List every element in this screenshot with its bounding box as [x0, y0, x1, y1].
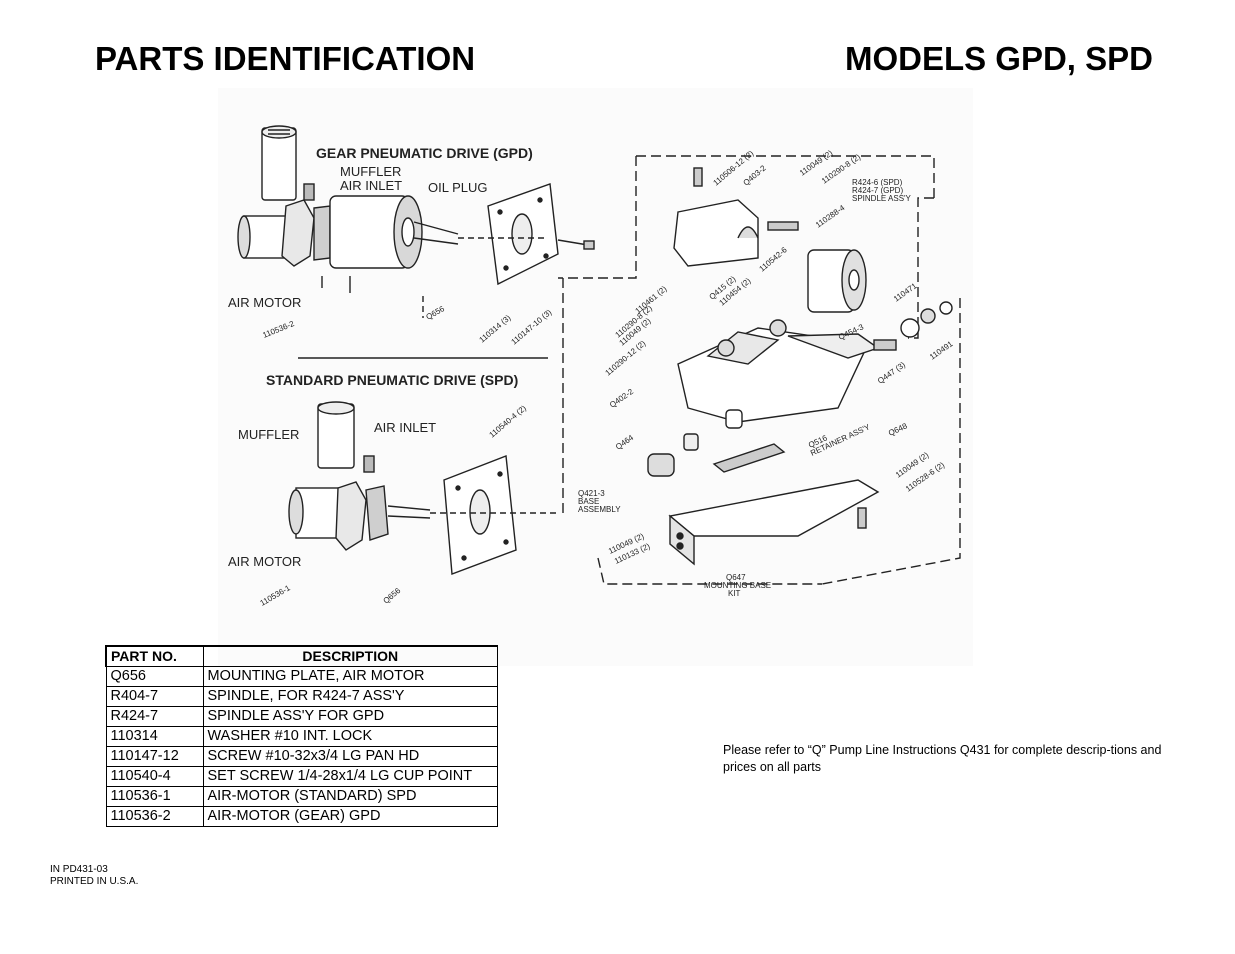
- column-header: PART NO.: [105, 645, 204, 667]
- gpd-air-motor: [281, 199, 315, 267]
- part-description: SPINDLE ASS'Y FOR GPD: [202, 706, 498, 727]
- spd-title-label: STANDARD PNEUMATIC DRIVE (SPD): [266, 372, 518, 388]
- part-label: 110471: [892, 281, 919, 304]
- part-number: 110147-12: [105, 746, 204, 767]
- part-number: R424-7: [105, 706, 204, 727]
- muffler-label: MUFFLER: [238, 427, 299, 442]
- part-description: MOUNTING PLATE, AIR MOTOR: [202, 666, 498, 687]
- part-label: KIT: [728, 589, 741, 598]
- part-number: Q656: [105, 666, 204, 687]
- part-label: 110542-6: [758, 245, 790, 274]
- document-code: IN PD431-03: [50, 864, 108, 875]
- models-title: MODELS GPD, SPD: [844, 40, 1153, 77]
- spd-air-motor: [335, 481, 367, 551]
- part-description: SCREW #10-32x3/4 LG PAN HD: [202, 746, 498, 767]
- muffler-label: MUFFLER: [340, 164, 401, 179]
- oil-plug-label: OIL PLUG: [428, 180, 487, 195]
- part-label: Q656: [382, 586, 403, 606]
- mounting-base-kit: [668, 479, 880, 537]
- part-label: 110147-10 (3): [510, 307, 554, 346]
- part-description: WASHER #10 INT. LOCK: [202, 726, 498, 747]
- exploded-parts-diagram: GEAR PNEUMATIC DRIVE (GPD) MUFFLER AIR I…: [218, 88, 973, 666]
- part-number: 110536-1: [105, 786, 204, 807]
- table-header-row: PART NO. DESCRIPTION: [105, 645, 498, 667]
- part-label: Q402-2: [608, 387, 635, 410]
- part-number: 110314: [105, 726, 204, 747]
- part-number: 110540-4: [105, 766, 204, 787]
- document-footer: IN PD431-03 PRINTED IN U.S.A.: [50, 864, 138, 888]
- gpd-title-label: GEAR PNEUMATIC DRIVE (GPD): [316, 145, 533, 161]
- part-label: Q648: [887, 421, 909, 438]
- reference-note: Please refer to “Q” Pump Line Instructio…: [723, 743, 1162, 774]
- part-number: 110536-2: [105, 806, 204, 827]
- air-motor-label: AIR MOTOR: [228, 295, 301, 310]
- air-inlet-label: AIR INLET: [374, 420, 436, 435]
- air-motor-label: AIR MOTOR: [228, 554, 301, 569]
- air-inlet-label: AIR INLET: [340, 178, 402, 193]
- printed-in-label: PRINTED IN U.S.A.: [50, 876, 139, 887]
- part-label: Q421-3: [578, 489, 605, 498]
- part-description: SPINDLE, FOR R424-7 ASS'Y: [202, 686, 498, 707]
- part-label: Q403-2: [742, 163, 769, 187]
- part-label: MOUNTING BASE: [704, 581, 771, 590]
- part-number: R404-7: [105, 686, 204, 707]
- part-label: BASE: [578, 497, 599, 506]
- part-label: Q647: [726, 573, 746, 582]
- part-label: 110491: [928, 339, 955, 362]
- part-label: Q464: [614, 433, 636, 452]
- part-label: R424-6 (SPD): [852, 178, 903, 187]
- part-label: R424-7 (GPD): [852, 186, 903, 195]
- part-label: 110536-2: [261, 319, 296, 340]
- part-label: SPINDLE ASS'Y: [852, 194, 912, 203]
- retainer-assembly: [712, 443, 786, 473]
- part-label: Q656: [425, 304, 447, 322]
- page-title: PARTS IDENTIFICATION: [95, 40, 476, 77]
- part-description: AIR-MOTOR (GEAR) GPD: [202, 806, 498, 827]
- column-header: DESCRIPTION: [202, 645, 498, 667]
- part-label: 110540-4 (2): [488, 403, 529, 439]
- gpd-muffler: [261, 127, 297, 201]
- spindle-housing: [673, 199, 759, 267]
- part-description: AIR-MOTOR (STANDARD) SPD: [202, 786, 498, 807]
- part-label: Q447 (3): [876, 360, 907, 386]
- part-description: SET SCREW 1/4-28x1/4 LG CUP POINT: [202, 766, 498, 787]
- part-label: ASSEMBLY: [578, 505, 621, 514]
- part-label: 110288-4: [814, 203, 847, 230]
- part-label: 110536-1: [259, 583, 293, 608]
- part-label: 110314 (3): [478, 313, 513, 345]
